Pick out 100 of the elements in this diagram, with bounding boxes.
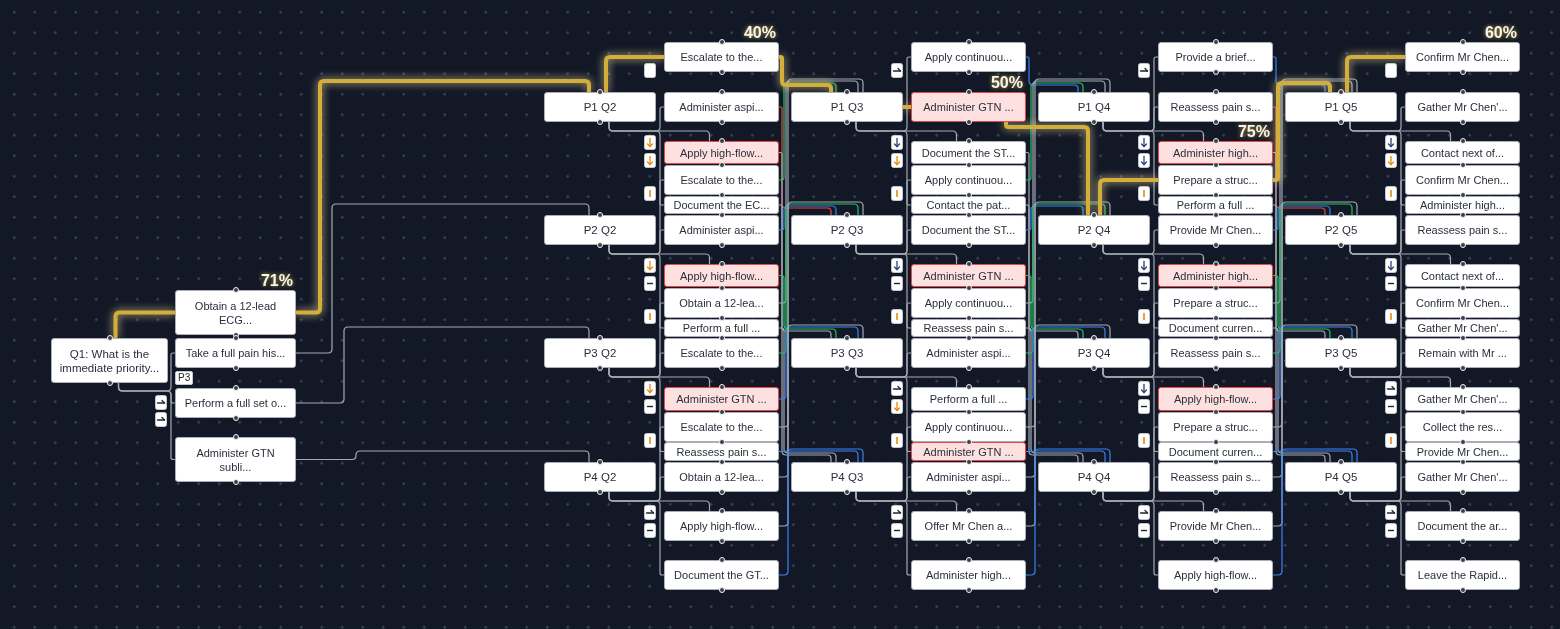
connector-line bbox=[113, 310, 175, 338]
question-card bbox=[544, 92, 656, 122]
connector-line bbox=[1025, 203, 1106, 354]
connector-line bbox=[778, 204, 832, 463]
connector-line bbox=[1272, 56, 1326, 93]
answer-card bbox=[1158, 511, 1273, 541]
answer-card bbox=[1158, 196, 1273, 214]
connector-line bbox=[778, 450, 859, 463]
answer-text: Escalate to the... bbox=[680, 173, 763, 187]
answer-text: Escalate to the... bbox=[680, 50, 763, 64]
answer-text: Contact next of... bbox=[1420, 146, 1505, 159]
answer-card bbox=[911, 387, 1026, 411]
connector-line bbox=[1004, 121, 1090, 215]
answer-text: Document the ST... bbox=[921, 146, 1016, 159]
answer-card bbox=[175, 290, 296, 335]
connector-line bbox=[1025, 151, 1079, 339]
connector-line bbox=[1272, 448, 1358, 576]
question-text: P4 Q5 bbox=[1324, 470, 1358, 484]
answer-text: Administer high... bbox=[926, 568, 1011, 582]
answer-text: Gather Mr Chen'... bbox=[1417, 393, 1508, 405]
flagged-answer-card bbox=[1158, 264, 1273, 287]
answer-card bbox=[911, 141, 1026, 164]
connector-line bbox=[295, 326, 590, 404]
question-text: P1 Q2 bbox=[583, 100, 617, 114]
connector-line bbox=[1272, 327, 1331, 463]
connector-line bbox=[1025, 80, 1106, 304]
answer-text: Obtain a 12-lea... bbox=[679, 470, 764, 484]
connector-line bbox=[778, 326, 859, 400]
answer-text: Take a full pain his... bbox=[185, 346, 286, 360]
connector-line bbox=[1025, 205, 1084, 231]
connector-line bbox=[1102, 244, 1159, 329]
answer-card bbox=[1158, 92, 1273, 122]
connector-line bbox=[1025, 56, 1079, 93]
answer-text: Gather Mr Chen'... bbox=[1417, 100, 1508, 114]
connector-line bbox=[778, 448, 864, 576]
answer-card bbox=[1405, 141, 1520, 164]
connector-line bbox=[855, 121, 912, 206]
answer-text: Apply high-flow... bbox=[679, 269, 764, 282]
answer-text: Administer GTN ... bbox=[923, 445, 1014, 458]
answer-text: Provide a brief... bbox=[1175, 50, 1256, 64]
answer-card bbox=[1158, 215, 1273, 245]
answer-card bbox=[1405, 165, 1520, 195]
answer-card bbox=[1405, 387, 1520, 411]
connector-line bbox=[1025, 450, 1106, 463]
question-card bbox=[1285, 462, 1397, 492]
answer-text: Administer high... bbox=[1173, 146, 1258, 159]
answer-text: Offer Mr Chen a... bbox=[924, 519, 1013, 533]
answer-card bbox=[1158, 442, 1273, 461]
connector-line bbox=[1272, 450, 1353, 463]
answer-text: Document the GT... bbox=[674, 568, 769, 582]
question-text: P2 Q4 bbox=[1077, 223, 1111, 237]
question-card bbox=[1038, 338, 1150, 368]
connector-line bbox=[1273, 81, 1332, 182]
connector-line bbox=[778, 55, 833, 92]
answer-text: Reassess pain s... bbox=[1170, 470, 1261, 484]
answer-card bbox=[664, 165, 779, 195]
answer-text: Gather Mr Chen'... bbox=[1417, 322, 1508, 334]
answer-text: Reassess pain s... bbox=[1417, 223, 1508, 237]
connector-line bbox=[296, 79, 591, 315]
answer-card bbox=[1405, 462, 1520, 492]
answer-text: Apply high-flow... bbox=[1173, 568, 1258, 582]
answer-card bbox=[1405, 511, 1520, 541]
connector-line bbox=[295, 450, 590, 463]
answer-card bbox=[664, 92, 779, 122]
answer-text: Confirm Mr Chen... bbox=[1416, 296, 1509, 310]
answer-text: Administer GTN ... bbox=[923, 100, 1014, 114]
answer-card bbox=[1158, 319, 1273, 337]
answer-card bbox=[664, 215, 779, 245]
answer-text: Escalate to the... bbox=[680, 346, 763, 360]
answer-card bbox=[1405, 338, 1520, 368]
answer-text: Obtain a 12-lead ECG... bbox=[193, 298, 278, 327]
answer-text: Obtain a 12-lea... bbox=[679, 296, 764, 310]
answer-text: Perform a full set o... bbox=[184, 396, 287, 410]
connector-line bbox=[778, 201, 864, 478]
answer-text: Prepare a struc... bbox=[1173, 296, 1258, 310]
flagged-answer-card bbox=[911, 442, 1026, 461]
connector-line bbox=[1272, 78, 1358, 428]
connector-line bbox=[1025, 201, 1111, 478]
answer-text: Reassess pain s... bbox=[1170, 100, 1261, 114]
question-text: P3 Q4 bbox=[1077, 346, 1111, 360]
question-text: P4 Q2 bbox=[583, 470, 617, 484]
answer-text: Administer aspi... bbox=[926, 346, 1011, 360]
answer-card bbox=[664, 42, 779, 72]
answer-text: Document curren... bbox=[1168, 445, 1263, 458]
answer-card bbox=[1158, 462, 1273, 492]
answer-text: Administer high... bbox=[1420, 199, 1505, 211]
answer-text: Reassess pain s... bbox=[923, 322, 1014, 334]
answer-card bbox=[1405, 319, 1520, 337]
connector-line bbox=[778, 82, 837, 181]
flagged-answer-card bbox=[911, 264, 1026, 287]
question-text: P2 Q2 bbox=[583, 223, 617, 237]
flagged-answer-card bbox=[1158, 141, 1273, 164]
flagged-answer-card bbox=[1158, 387, 1273, 411]
answer-text: Document the ST... bbox=[921, 223, 1016, 237]
question-card bbox=[1285, 338, 1397, 368]
connector-line bbox=[1272, 326, 1353, 400]
connector-line bbox=[1272, 274, 1331, 339]
connector-line bbox=[778, 274, 837, 339]
answer-card bbox=[911, 165, 1026, 195]
answer-text: Apply high-flow... bbox=[679, 519, 764, 533]
